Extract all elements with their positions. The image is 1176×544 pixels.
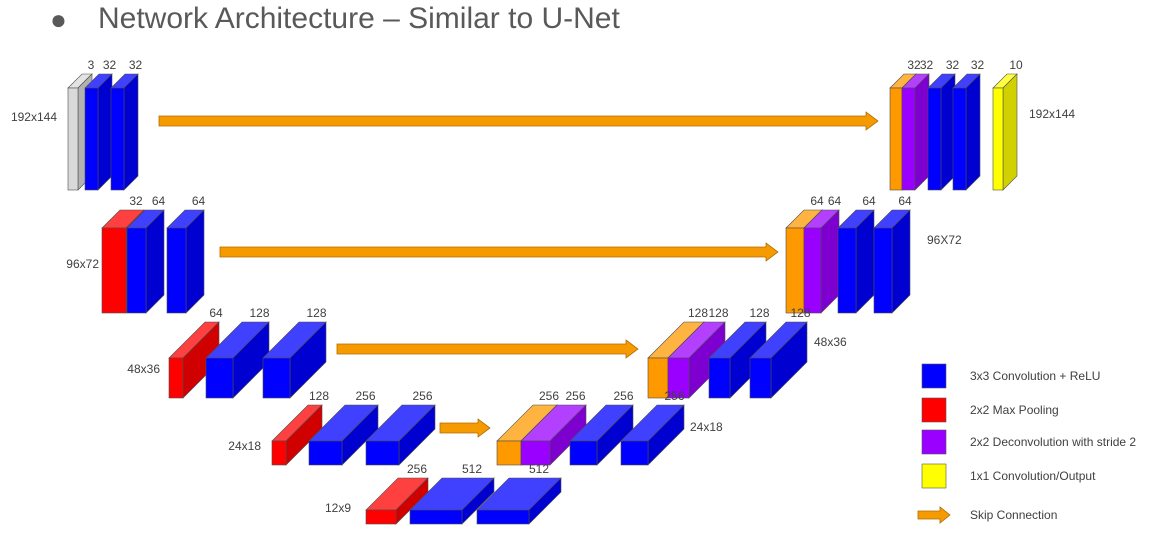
row5-enc-channel-label-2: 512 xyxy=(529,462,549,476)
legend-output-swatch xyxy=(921,463,947,489)
row3-dec-channel-label-0: 128 xyxy=(688,306,708,320)
legend-pool-swatch xyxy=(921,397,947,423)
row4-enc-channel-label-2: 256 xyxy=(412,389,432,403)
legend-conv-swatch xyxy=(921,363,947,389)
row2-dec-conv-block-3 xyxy=(873,209,911,314)
row2-dec-channel-label-1: 64 xyxy=(828,194,842,208)
legend-label-1: 2x2 Max Pooling xyxy=(970,403,1059,417)
legend-skip-arrow-icon xyxy=(917,506,951,524)
legend-deconv-swatch xyxy=(921,429,947,455)
row3-enc-channel-label-0: 64 xyxy=(209,306,223,320)
row1-dec-conv-block-3 xyxy=(952,73,981,191)
row3-enc-channel-label-2: 128 xyxy=(306,306,326,320)
legend-label-0: 3x3 Convolution + ReLU xyxy=(970,369,1100,383)
row5-enc-channel-label-0: 256 xyxy=(407,462,427,476)
row4-enc-pool-block-0 xyxy=(271,404,323,466)
layer-blocks xyxy=(67,73,1018,525)
legend-label-4: Skip Connection xyxy=(970,508,1057,522)
row2-size-label: 96x72 xyxy=(66,257,99,271)
row4-dec-channel-label-1: 256 xyxy=(565,389,585,403)
row3-enc-conv-block-2 xyxy=(262,321,327,399)
row1-dec-channel-label-3: 32 xyxy=(971,58,985,72)
row4-dec-conv-block-2 xyxy=(569,404,634,466)
row1-size-label: 192x144 xyxy=(11,110,57,124)
row2-skip-arrow xyxy=(219,242,779,262)
row3-enc-conv-block-1 xyxy=(205,321,270,399)
row1-enc-channel-label-2: 32 xyxy=(129,58,143,72)
row3-enc-pool-block-0 xyxy=(168,321,220,399)
row1-decoder-size-label: 192x144 xyxy=(1029,107,1075,121)
row4-enc-conv-block-2 xyxy=(365,404,436,466)
row3-decoder-size-label: 48x36 xyxy=(814,335,847,349)
row1-enc-channel-label-0: 3 xyxy=(88,58,95,72)
row1-dec-channel-label-1: 32 xyxy=(920,58,934,72)
row3-enc-channel-label-1: 128 xyxy=(249,306,269,320)
row1-dec-channel-label-2: 32 xyxy=(946,58,960,72)
row1-dec-channel-label-0: 32 xyxy=(907,58,921,72)
row3-dec-channel-label-1: 128 xyxy=(708,306,728,320)
row4-enc-channel-label-1: 256 xyxy=(355,389,375,403)
row2-dec-channel-label-2: 64 xyxy=(862,194,876,208)
row4-dec-channel-label-0: 256 xyxy=(539,389,559,403)
row2-enc-channel-label-1: 64 xyxy=(152,194,166,208)
legend: 3x3 Convolution + ReLU 2x2 Max Pooling 2x2… xyxy=(917,363,1136,524)
row1-enc-conv-block-2 xyxy=(110,73,139,191)
row2-dec-channel-label-3: 64 xyxy=(898,194,912,208)
row5-enc-conv-block-2 xyxy=(476,477,562,525)
row2-dec-channel-label-0: 64 xyxy=(810,194,824,208)
row4-enc-channel-label-0: 128 xyxy=(309,389,329,403)
row4-dec-deconv-block-1 xyxy=(520,404,587,466)
row5-enc-pool-block-0 xyxy=(365,477,429,525)
row3-dec-deconv-block-1 xyxy=(667,321,726,399)
row3-skip-arrow xyxy=(336,339,639,359)
row4-dec-conv-block-3 xyxy=(620,404,685,466)
row1-dec-output-block-4 xyxy=(992,73,1018,191)
legend-label-2: 2x2 Deconvolution with stride 2 xyxy=(970,435,1136,449)
row2-decoder-size-label: 96X72 xyxy=(927,233,962,247)
row1-skip-arrow xyxy=(158,111,879,131)
row2-enc-conv-block-2 xyxy=(166,209,205,314)
page-title: Network Architecture – Similar to U-Net xyxy=(98,2,620,35)
row4-decoder-size-label: 24x18 xyxy=(690,420,723,434)
row4-dec-channel-label-3: 256 xyxy=(664,389,684,403)
row2-dec-conv-block-2 xyxy=(837,209,875,314)
row3-dec-channel-label-3: 128 xyxy=(790,306,810,320)
row2-enc-channel-label-0: 32 xyxy=(129,194,143,208)
row1-dec-conv-block-2 xyxy=(927,73,956,191)
row3-dec-conv-block-3 xyxy=(749,321,808,399)
row5-enc-channel-label-1: 512 xyxy=(462,462,482,476)
row2-enc-channel-label-2: 64 xyxy=(192,194,206,208)
row5-enc-conv-block-1 xyxy=(409,477,495,525)
row4-enc-conv-block-1 xyxy=(308,404,379,466)
row4-skip-arrow xyxy=(439,418,491,438)
row2-dec-deconv-block-1 xyxy=(803,209,840,314)
row1-enc-conv-block-1 xyxy=(84,73,113,191)
skip-connections xyxy=(158,111,879,438)
row1-dec-deconv-block-1 xyxy=(901,73,930,191)
legend-label-3: 1x1 Convolution/Output xyxy=(970,469,1096,483)
row3-size-label: 48x36 xyxy=(127,362,160,376)
row1-enc-channel-label-1: 32 xyxy=(103,58,117,72)
title-bullet: ● xyxy=(50,4,67,35)
row3-dec-conv-block-2 xyxy=(708,321,767,399)
row3-dec-channel-label-2: 128 xyxy=(749,306,769,320)
row4-size-label: 24x18 xyxy=(228,439,261,453)
row2-enc-conv-block-1 xyxy=(126,209,165,314)
row5-size-label: 12x9 xyxy=(325,501,351,515)
row1-dec-channel-label-4: 10 xyxy=(1009,58,1023,72)
row4-dec-channel-label-2: 256 xyxy=(613,389,633,403)
